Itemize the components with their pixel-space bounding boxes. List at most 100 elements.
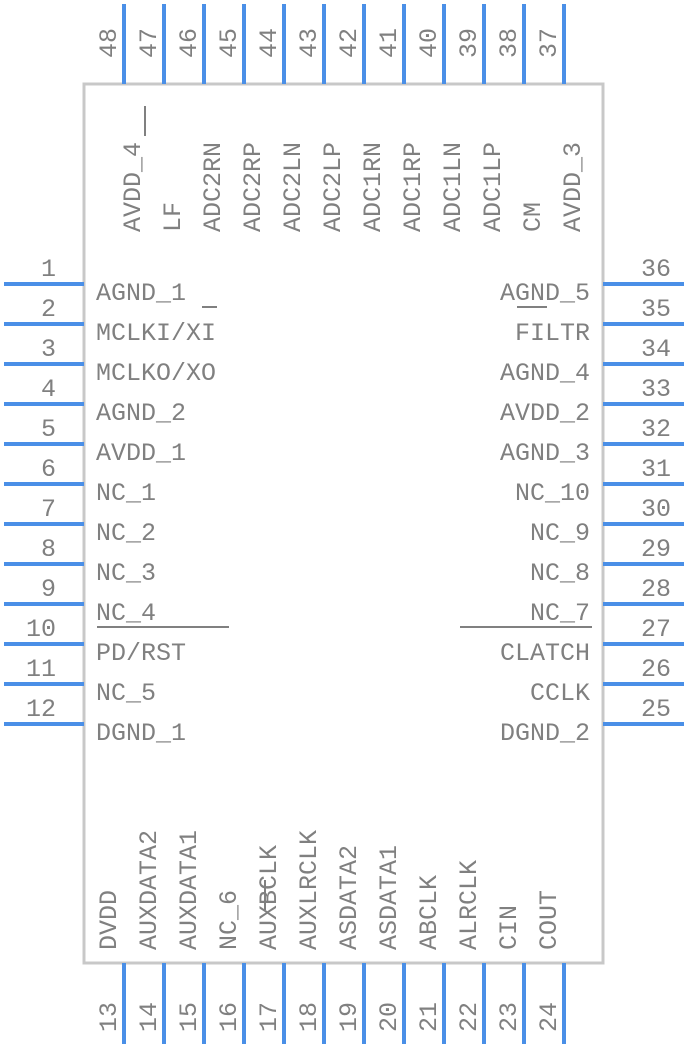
- pin-name: AGND_2: [96, 399, 186, 428]
- pin-number: 16: [215, 1002, 244, 1032]
- pin-number: 10: [26, 615, 56, 644]
- pin-name: NC_1: [96, 479, 156, 508]
- pin-number: 25: [641, 695, 671, 724]
- overbars: [97, 106, 592, 910]
- pin-number: 35: [641, 295, 671, 324]
- pin-number: 40: [415, 28, 444, 58]
- pin-name: ADC2LN: [279, 142, 308, 232]
- pin-number: 3: [41, 335, 56, 364]
- pin-name: AUXDATA1: [175, 830, 204, 950]
- pin-name: ASDATA2: [335, 845, 364, 950]
- pin-number: 6: [41, 455, 56, 484]
- pin-number: 48: [95, 28, 124, 58]
- pin-number: 47: [135, 28, 164, 58]
- pin-name: ADC1LN: [439, 142, 468, 232]
- pin-name: NC_3: [96, 559, 156, 588]
- pin-name: ALRCLK: [455, 860, 484, 950]
- pin-name: CLATCH: [500, 639, 590, 668]
- pin-name: DGND_1: [96, 719, 186, 748]
- pin-name: LF: [159, 202, 188, 232]
- pin-lines: [4, 4, 684, 1044]
- pin-number: 12: [26, 695, 56, 724]
- pin-number: 38: [495, 28, 524, 58]
- pin-name: PD/RST: [96, 639, 186, 668]
- pin-name: CM: [519, 202, 548, 232]
- pin-number: 36: [641, 255, 671, 284]
- pin-number: 39: [455, 28, 484, 58]
- pin-name: NC_7: [530, 599, 590, 628]
- pin-name: AUXBCLK: [255, 845, 284, 950]
- chip-body: [82, 82, 605, 965]
- pin-number: 9: [41, 575, 56, 604]
- pin-name: AGND_1: [96, 279, 186, 308]
- pin-number: 5: [41, 415, 56, 444]
- pin-number: 11: [26, 655, 56, 684]
- pin-name: DVDD: [95, 890, 124, 950]
- pin-number: 4: [41, 375, 56, 404]
- pin-number: 23: [495, 1002, 524, 1032]
- pin-number: 28: [641, 575, 671, 604]
- pin-number: 7: [41, 495, 56, 524]
- pin-name: ADC1LP: [479, 142, 508, 232]
- pin-name: NC_2: [96, 519, 156, 548]
- pin-name: AGND_5: [500, 279, 590, 308]
- pin-name: AVDD_2: [500, 399, 590, 428]
- pin-name: CIN: [495, 905, 524, 950]
- pin-name: NC_5: [96, 679, 156, 708]
- pin-name: ABCLK: [415, 875, 444, 950]
- pin-name: ADC1RP: [399, 142, 428, 232]
- pin-number: 8: [41, 535, 56, 564]
- pin-number: 32: [641, 415, 671, 444]
- pin-name: AUXDATA2: [135, 830, 164, 950]
- pin-number: 15: [175, 1002, 204, 1032]
- pin-number: 13: [95, 1002, 124, 1032]
- pin-number: 21: [415, 1002, 444, 1032]
- pin-name: NC_10: [515, 479, 590, 508]
- pin-number: 26: [641, 655, 671, 684]
- pin-number: 37: [535, 28, 564, 58]
- pin-number: 18: [295, 1002, 324, 1032]
- pin-name: ADC2RN: [199, 142, 228, 232]
- pin-name: AVDD_4: [119, 142, 148, 232]
- pin-number: 34: [641, 335, 671, 364]
- pin-name: AUXLRCLK: [295, 830, 324, 950]
- pin-number: 31: [641, 455, 671, 484]
- pin-name: ADC2LP: [319, 142, 348, 232]
- pin-number: 22: [455, 1002, 484, 1032]
- pin-number: 30: [641, 495, 671, 524]
- pin-number: 44: [255, 28, 284, 58]
- pin-name: ASDATA1: [375, 845, 404, 950]
- pin-name: COUT: [535, 890, 564, 950]
- pin-number: 14: [135, 1002, 164, 1032]
- pin-name: NC_6: [215, 890, 244, 950]
- pin-name: AGND_4: [500, 359, 590, 388]
- pin-number: 27: [641, 615, 671, 644]
- pin-name: NC_4: [96, 599, 156, 628]
- pin-name: NC_8: [530, 559, 590, 588]
- pin-number: 20: [375, 1002, 404, 1032]
- pin-name: MCLKO/XO: [96, 359, 216, 388]
- pin-number: 2: [41, 295, 56, 324]
- pin-name: NC_9: [530, 519, 590, 548]
- pin-number: 42: [335, 28, 364, 58]
- pin-name: DGND_2: [500, 719, 590, 748]
- pin-number: 17: [255, 1002, 284, 1032]
- pin-number: 24: [535, 1002, 564, 1032]
- pin-name: AGND_3: [500, 439, 590, 468]
- pin-number: 1: [41, 255, 56, 284]
- pin-number: 46: [175, 28, 204, 58]
- pin-number: 19: [335, 1002, 364, 1032]
- pin-name: ADC1RN: [359, 142, 388, 232]
- pin-number: 33: [641, 375, 671, 404]
- pin-name: ADC2RP: [239, 142, 268, 232]
- pin-name: CCLK: [530, 679, 590, 708]
- pin-name: AVDD_1: [96, 439, 186, 468]
- pin-number: 41: [375, 28, 404, 58]
- pin-name: FILTR: [515, 319, 590, 348]
- pin-number: 29: [641, 535, 671, 564]
- pin-number: 43: [295, 28, 324, 58]
- pin-name: MCLKI/XI: [96, 319, 216, 348]
- pin-name: AVDD_3: [559, 142, 588, 232]
